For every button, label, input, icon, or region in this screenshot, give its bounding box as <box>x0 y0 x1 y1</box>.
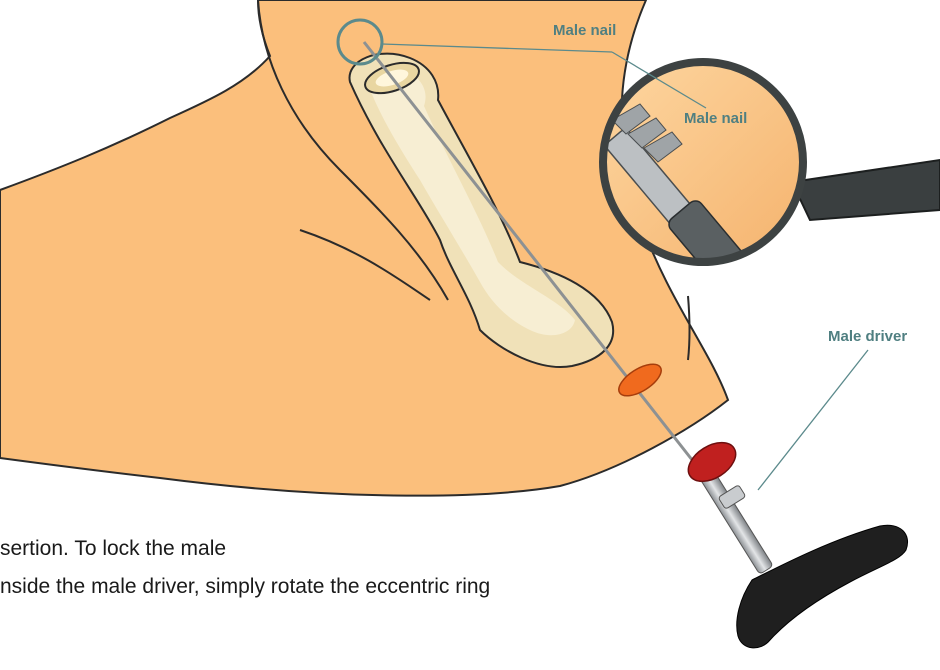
caption-line-2: nside the male driver, simply rotate the… <box>0 575 490 599</box>
callout-label-male-nail: Male nail <box>553 22 616 39</box>
male-driver <box>681 435 907 648</box>
caption-line-1: sertion. To lock the male <box>0 537 226 561</box>
callout-label-male-driver: Male driver <box>828 328 907 345</box>
t-handle <box>737 525 908 648</box>
callout-label-male-nail-zoomed: Male nail <box>684 110 747 127</box>
magnifier-handle <box>792 160 940 220</box>
callout-line-driver <box>758 350 868 490</box>
